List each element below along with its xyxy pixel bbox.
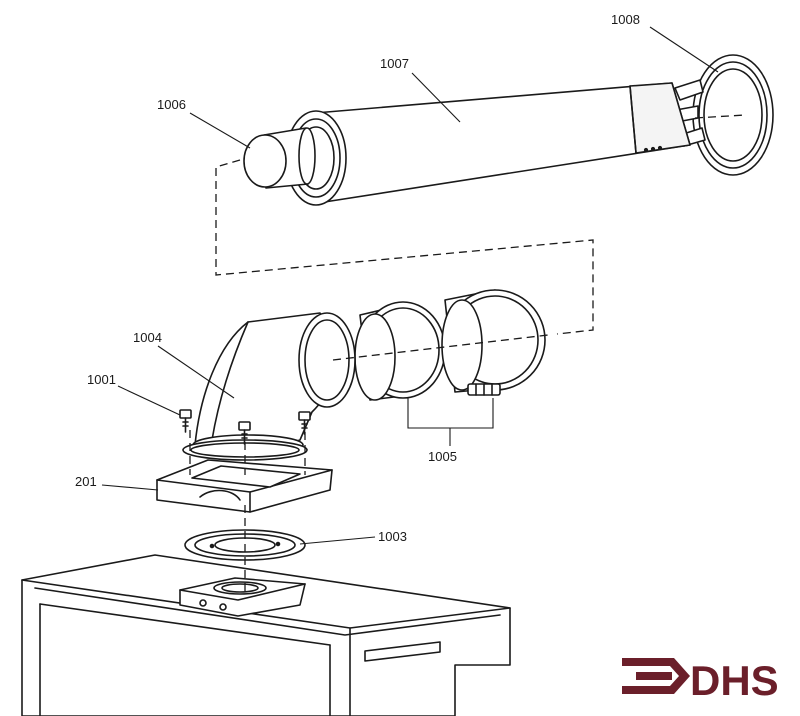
assembly-axis-ring [694,114,746,119]
part-1005-clamp-ring-a [354,301,446,401]
label-1005: 1005 [428,449,457,464]
leader-1007 [411,72,461,123]
leader-1001 [117,385,181,416]
label-1008: 1008 [611,12,640,27]
label-1006: 1006 [157,97,186,112]
leader-1004 [157,345,235,399]
leader-1006 [189,112,251,149]
leader-1008 [649,26,719,73]
part-201-adapter-plate [156,459,333,513]
label-1004: 1004 [133,330,162,345]
part-1001-screw-left [179,409,192,433]
part-1008-ring-seal [692,54,774,176]
assembly-guides [189,114,746,595]
leader-201 [101,484,159,491]
logo-bar-icon [636,672,672,680]
logo-arrow-icon [622,658,690,694]
part-1006-inner-pipe [243,127,316,189]
label-1003: 1003 [378,529,407,544]
part-1007-flue-tube [285,79,706,206]
label-1007: 1007 [380,56,409,71]
appliance-housing [21,554,511,716]
leader-1003 [299,536,376,545]
bracket-1005 [407,398,494,429]
logo-text: DHS [690,657,779,704]
leader-lines [101,26,719,545]
label-201: 201 [75,474,97,489]
part-1001-screw-middle [238,421,251,445]
part-1004-elbow [192,312,356,456]
part-1005-clamp-ring-b [441,289,546,396]
dhs-logo: DHS [622,657,779,704]
label-1001: 1001 [87,372,116,387]
assembly-axis-clamps [332,334,549,361]
part-1001-screw-right [298,411,311,435]
assembly-path-pipe [215,159,594,335]
